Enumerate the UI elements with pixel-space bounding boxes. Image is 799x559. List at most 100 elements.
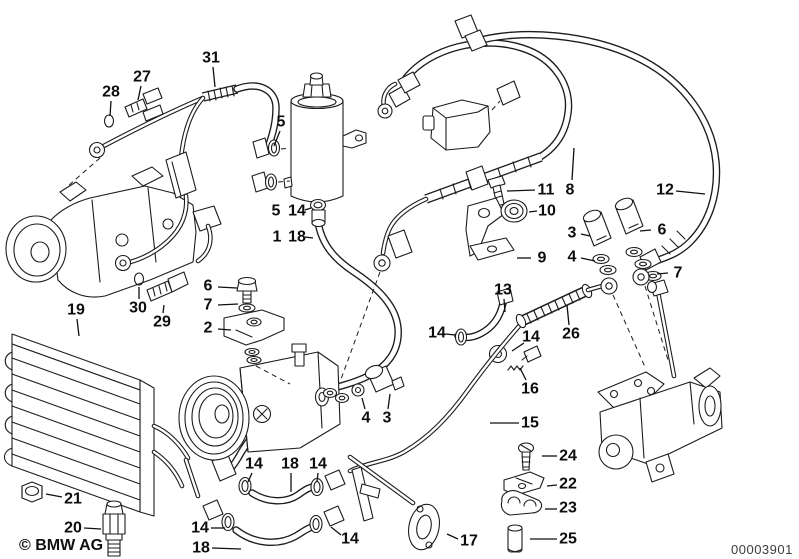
part-callout-14-40[interactable]: 14 — [309, 456, 327, 473]
return-hose-12 — [454, 14, 721, 271]
callout-leader-28 — [109, 100, 112, 117]
banjo-bolt-3-washers-4-bottom — [322, 271, 405, 404]
callout-leader-14 — [445, 333, 456, 336]
callout-leader-19 — [76, 318, 80, 337]
callout-leader-18 — [304, 236, 314, 239]
bottom-hoses-18-clamps-14 — [202, 466, 381, 546]
callout-leader-7 — [656, 272, 669, 275]
callout-leader-14 — [330, 526, 342, 536]
part-callout-20-37[interactable]: 20 — [64, 520, 82, 537]
grommet-17 — [408, 503, 440, 551]
callout-leader-7 — [217, 303, 239, 306]
part-callout-3-8[interactable]: 3 — [568, 225, 577, 242]
callout-leader-14 — [511, 342, 525, 352]
callout-leader-31 — [212, 66, 216, 88]
part-callout-25-34[interactable]: 25 — [559, 531, 577, 548]
part-callout-18-42[interactable]: 18 — [192, 540, 210, 557]
part-callout-6-9[interactable]: 6 — [658, 222, 667, 239]
sleeve-25 — [507, 524, 523, 553]
part-callout-14-21[interactable]: 14 — [288, 203, 306, 220]
callout-leader-4 — [580, 257, 596, 262]
callout-leader-3 — [580, 233, 591, 237]
callout-leader-13 — [503, 298, 506, 313]
drawing-number: 00003901 — [731, 542, 793, 557]
part-callout-18-39[interactable]: 18 — [281, 456, 299, 473]
clamp-23 — [500, 490, 543, 516]
part-callout-29-16[interactable]: 29 — [153, 314, 171, 331]
part-callout-13-13[interactable]: 13 — [494, 282, 512, 299]
oil-cooler — [3, 333, 201, 517]
part-callout-24-31[interactable]: 24 — [559, 448, 577, 465]
part-callout-23-33[interactable]: 23 — [559, 500, 577, 517]
part-callout-16-27[interactable]: 16 — [521, 381, 539, 398]
callout-leader-14 — [304, 207, 312, 211]
callout-leader-22 — [546, 484, 558, 487]
callout-leader-20 — [83, 527, 102, 530]
part-callout-12-7[interactable]: 12 — [656, 182, 674, 199]
part-callout-3-30[interactable]: 3 — [383, 410, 392, 427]
part-callout-27-1[interactable]: 27 — [133, 69, 151, 86]
callout-leader-2 — [217, 328, 232, 331]
part-callout-1-22[interactable]: 1 — [273, 229, 282, 246]
part-callout-6-17[interactable]: 6 — [204, 278, 213, 295]
callout-leader-21 — [45, 493, 63, 498]
part-callout-7-12[interactable]: 7 — [674, 265, 683, 282]
banjo-bolts-right — [582, 197, 669, 368]
callout-leader-4 — [361, 397, 366, 410]
return-pipe-15-and-sleeve-26 — [347, 283, 605, 506]
fluid-reservoir — [290, 72, 367, 228]
holder-9-grommet-10-screw-11 — [465, 175, 528, 261]
part-callout-4-10[interactable]: 4 — [568, 249, 577, 266]
callout-leader-27 — [137, 85, 142, 101]
part-callout-5-3[interactable]: 5 — [277, 114, 286, 131]
callout-leader-5 — [273, 130, 281, 147]
callout-leader-14 — [247, 472, 253, 483]
part-callout-17-35[interactable]: 17 — [460, 533, 478, 550]
suction-hose-1-18 — [211, 218, 402, 482]
callout-leader-26 — [566, 304, 570, 326]
power-steering-pump — [5, 166, 222, 298]
callout-leader-3 — [387, 393, 391, 410]
bracket-2-bolt-6-washer-7 — [223, 276, 291, 385]
nut-21 — [21, 481, 43, 503]
part-callout-8-5[interactable]: 8 — [566, 182, 575, 199]
clamps-5 — [251, 137, 293, 193]
bolt-27-oring-28 — [103, 87, 163, 128]
part-callout-26-26[interactable]: 26 — [562, 326, 580, 343]
part-callout-15-28[interactable]: 15 — [521, 415, 539, 432]
pressure-hose-8 — [373, 39, 573, 272]
part-callout-11-4[interactable]: 11 — [538, 182, 555, 199]
callout-leader-6 — [217, 286, 238, 289]
part-callout-14-25[interactable]: 14 — [522, 329, 540, 346]
part-callout-2-19[interactable]: 2 — [204, 320, 213, 337]
callout-leader-14 — [316, 472, 319, 483]
part-callout-14-41[interactable]: 14 — [191, 520, 209, 537]
callout-leader-29 — [162, 304, 165, 314]
callout-leader-11 — [506, 189, 536, 192]
clamp-22 — [503, 471, 545, 496]
part-callout-30-15[interactable]: 30 — [129, 300, 147, 317]
part-callout-14-24[interactable]: 14 — [428, 325, 446, 342]
part-callout-28-0[interactable]: 28 — [102, 84, 120, 101]
part-callout-5-20[interactable]: 5 — [272, 203, 281, 220]
part-callout-14-38[interactable]: 14 — [245, 456, 263, 473]
screw-24 — [517, 442, 535, 471]
callout-leader-8 — [571, 147, 575, 181]
part-callout-31-2[interactable]: 31 — [202, 50, 220, 67]
part-callout-10-6[interactable]: 10 — [538, 203, 556, 220]
part-callout-19-14[interactable]: 19 — [67, 302, 85, 319]
copyright-notice: © BMW AG — [19, 537, 104, 554]
callout-leader-17 — [446, 533, 459, 540]
part-callout-9-11[interactable]: 9 — [538, 250, 547, 267]
callout-leader-12 — [675, 190, 706, 195]
part-callout-21-36[interactable]: 21 — [64, 491, 82, 508]
callout-leader-6 — [639, 229, 652, 232]
part-callout-18-23[interactable]: 18 — [288, 229, 306, 246]
part-callout-22-32[interactable]: 22 — [559, 476, 577, 493]
part-callout-14-43[interactable]: 14 — [341, 531, 359, 548]
fitting-20 — [102, 500, 126, 557]
part-callout-7-18[interactable]: 7 — [204, 297, 213, 314]
part-callout-4-29[interactable]: 4 — [362, 410, 371, 427]
